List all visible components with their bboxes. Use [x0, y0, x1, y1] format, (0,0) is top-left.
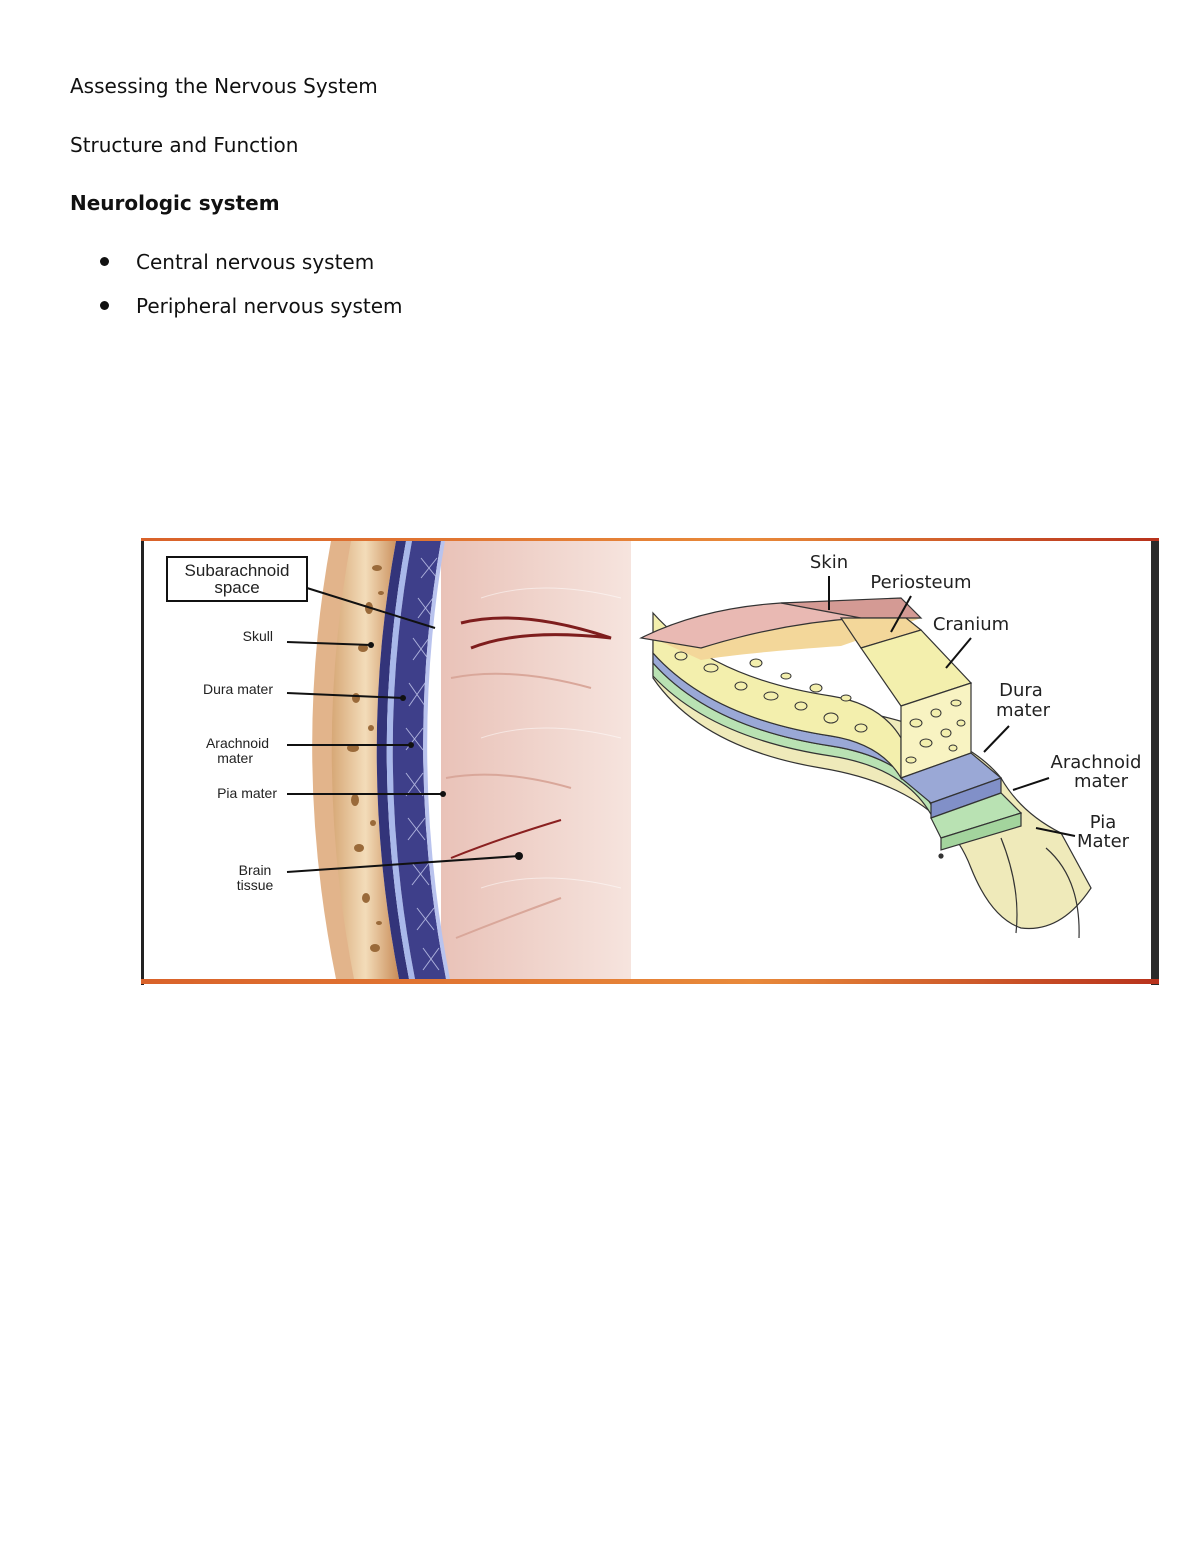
pia-mater-right-label-line2: Mater — [1077, 831, 1130, 852]
layered-meninges-illustration — [639, 597, 1092, 939]
bullet-list-item: Central nervous system — [100, 250, 374, 274]
subarachnoid-label-line2: space — [214, 578, 259, 597]
subarachnoid-label-line1: Subarachnoid — [185, 561, 290, 580]
pia-mater-label: Pia mater — [217, 785, 277, 801]
section-heading: Structure and Function — [70, 133, 299, 157]
pia-mater-right-label-line1: Pia — [1090, 812, 1117, 833]
right-labels: Skin Periosteum Cranium Dura mater Arach… — [810, 552, 1142, 852]
subsection-heading: Neurologic system — [70, 191, 280, 215]
frame-bottom-border — [141, 979, 1159, 984]
skin-label: Skin — [810, 552, 848, 573]
dura-mater-right-label-line1: Dura — [999, 680, 1043, 701]
brain-tissue-label-line1: Brain — [239, 862, 272, 878]
dura-mater-right-label-line2: mater — [996, 700, 1051, 721]
bullet-text: Central nervous system — [136, 250, 375, 274]
bullet-icon — [100, 257, 109, 266]
periosteum-label: Periosteum — [870, 572, 971, 593]
cross-section-illustration: Subarachnoid space Skull Dura mater Arac… — [166, 541, 631, 979]
bullet-list-item: Peripheral nervous system — [100, 294, 403, 318]
document-title: Assessing the Nervous System — [70, 74, 378, 98]
meninges-figure: Subarachnoid space Skull Dura mater Arac… — [141, 538, 1159, 985]
skull-label: Skull — [243, 628, 273, 644]
arachnoid-mater-label-line1: Arachnoid — [206, 735, 269, 751]
dura-mater-label: Dura mater — [203, 681, 273, 697]
arachnoid-mater-right-label-line1: Arachnoid — [1051, 752, 1142, 773]
bullet-icon — [100, 301, 109, 310]
brain-tissue-label-line2: tissue — [237, 877, 274, 893]
frame-top-border — [141, 538, 1159, 541]
arachnoid-mater-right-label-line2: mater — [1074, 771, 1129, 792]
meninges-diagram: Subarachnoid space Skull Dura mater Arac… — [141, 538, 1159, 985]
subarachnoid-label-box — [166, 556, 308, 602]
cranium-label: Cranium — [933, 614, 1009, 635]
bullet-text: Peripheral nervous system — [136, 294, 403, 318]
arachnoid-mater-label-line2: mater — [217, 750, 253, 766]
